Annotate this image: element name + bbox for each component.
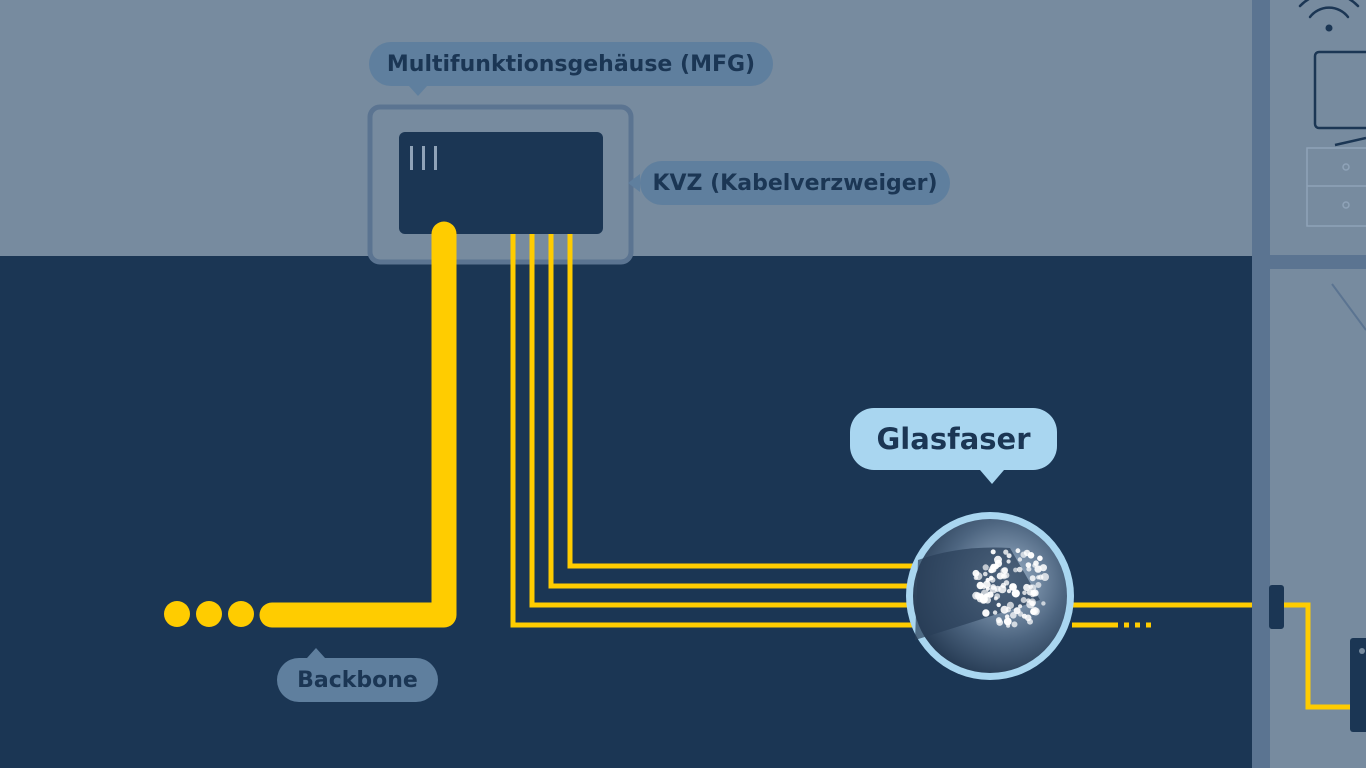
fiber-strand-end — [1006, 589, 1012, 594]
fiber-strand-end — [983, 571, 988, 577]
fiber-strand-end — [993, 596, 998, 601]
fiber-strand-end — [1000, 567, 1008, 575]
fiber-strand-end — [992, 610, 998, 615]
fiber-strand-end — [995, 617, 1002, 624]
fiber-strand-end — [1004, 614, 1010, 619]
fiber-strand-end — [982, 580, 991, 589]
house-wall — [1252, 0, 1270, 768]
fiber-strand-end — [1011, 621, 1018, 628]
router-icon — [1350, 638, 1366, 732]
fiber-strand-end — [990, 563, 997, 570]
fiber-strand-end — [1027, 552, 1035, 559]
fiber-strand-end — [1029, 575, 1036, 582]
backbone-cable — [164, 221, 457, 628]
fiber-strand-end — [1013, 589, 1018, 595]
backbone-label: Backbone — [277, 648, 438, 702]
fiber-line — [567, 234, 920, 569]
fiber-strand-end — [1030, 608, 1037, 615]
glasfaser-label: Glasfaser — [850, 408, 1057, 484]
backbone-dot — [228, 601, 254, 627]
fiber-strand-end — [1023, 583, 1031, 592]
fiber-strand-end — [989, 585, 998, 594]
fiber-line — [548, 234, 920, 589]
fiber-strand-end — [998, 585, 1007, 594]
fiber-lines — [510, 234, 1350, 710]
fiber-strand-end — [1020, 597, 1027, 603]
wall-socket-icon — [1269, 585, 1284, 629]
backbone-dot — [164, 601, 190, 627]
fiber-strand-end — [1024, 614, 1032, 622]
fiber-line — [529, 234, 920, 608]
kvz-box — [399, 132, 603, 234]
fiber-strand-end — [1003, 549, 1009, 555]
fiber-strand-end — [1034, 565, 1042, 573]
fiber-strand-end — [1000, 605, 1009, 614]
fiber-strand-end — [972, 569, 980, 577]
house-floor — [1252, 255, 1366, 269]
fiber-strand-end — [1041, 601, 1046, 606]
fiber-strand-end — [1015, 548, 1021, 554]
mfg-label: Multifunktionsgehäuse (MFG) — [369, 42, 773, 96]
fiber-strand-end — [988, 568, 993, 573]
fiber-strand-end — [1017, 611, 1024, 617]
fiber-strand-end — [982, 564, 989, 571]
fiber-strand-end — [990, 549, 996, 555]
fiber-strand-end — [1020, 551, 1027, 558]
fiber-strand-end — [973, 575, 979, 580]
fiber-strand-end — [1022, 590, 1027, 596]
wifi-icon — [1298, 0, 1360, 32]
fiber-strand-end — [982, 609, 990, 617]
mfg-housing — [367, 104, 634, 265]
fiber-strand-end — [1013, 567, 1018, 573]
upper-background — [0, 0, 1366, 256]
fiber-strand-end — [1003, 617, 1012, 626]
fiber-strand-end — [1006, 623, 1011, 628]
fiber-strand-end — [996, 602, 1001, 608]
ground-background — [0, 256, 1252, 768]
fiber-line — [510, 234, 920, 628]
fiber-strand-end — [1017, 557, 1023, 562]
fiber-strand-end — [1026, 589, 1033, 596]
fiber-strand-end — [1028, 584, 1033, 590]
fiber-strand-end — [1006, 553, 1012, 559]
fiber-strand-end — [1033, 560, 1039, 566]
fiber-strand-end — [1018, 604, 1023, 609]
fiber-strand-end — [1041, 573, 1049, 581]
fiber-strand-end — [1025, 562, 1032, 568]
fiber-strand-end — [1006, 559, 1011, 564]
fiber-strand-end — [996, 572, 1004, 580]
kvz-label: KVZ (Kabelverzweiger) — [628, 161, 950, 205]
fiber-strand-end — [1026, 566, 1032, 572]
fiber-bundle-icon — [906, 512, 1074, 680]
fiber-strand-end — [979, 596, 988, 604]
fiber-strand-end — [1028, 598, 1037, 606]
fiber-strand-end — [1035, 582, 1042, 588]
door-line — [1331, 283, 1366, 331]
fiber-strand-end — [1016, 566, 1023, 573]
monitor-icon — [1313, 50, 1366, 147]
house-fiber-line — [1284, 602, 1350, 710]
fiber-strand-end — [1037, 555, 1043, 562]
fiber-strand-end — [1010, 612, 1017, 619]
fiber-strand-end — [976, 581, 984, 590]
fiber-strand-end — [989, 577, 996, 583]
fiber-strand-end — [1009, 583, 1017, 591]
drawer-cabinet-icon — [1306, 147, 1366, 227]
backbone-dot — [196, 601, 222, 627]
